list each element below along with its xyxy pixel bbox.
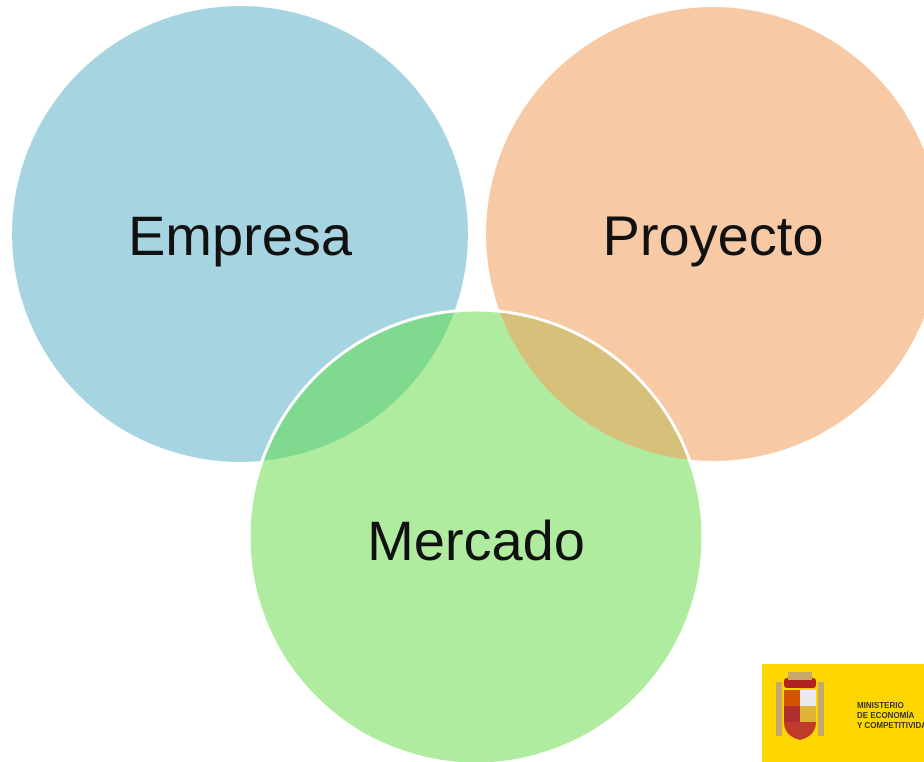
ministerio-logo: MINISTERIO DE ECONOMÍA Y COMPETITIVIDAD — [762, 664, 924, 762]
proyecto-label: Proyecto — [603, 204, 824, 267]
logo-text-line-2: DE ECONOMÍA — [857, 711, 915, 720]
coat-of-arms-icon — [776, 672, 824, 740]
logo-text-line-1: MINISTERIO — [857, 701, 904, 710]
mercado-label: Mercado — [367, 509, 585, 572]
empresa-label: Empresa — [128, 204, 353, 267]
mercado-outline — [247, 308, 705, 762]
empresa-mercado-overlap — [249, 310, 468, 462]
logo-text-line-3: Y COMPETITIVIDAD — [857, 721, 924, 730]
